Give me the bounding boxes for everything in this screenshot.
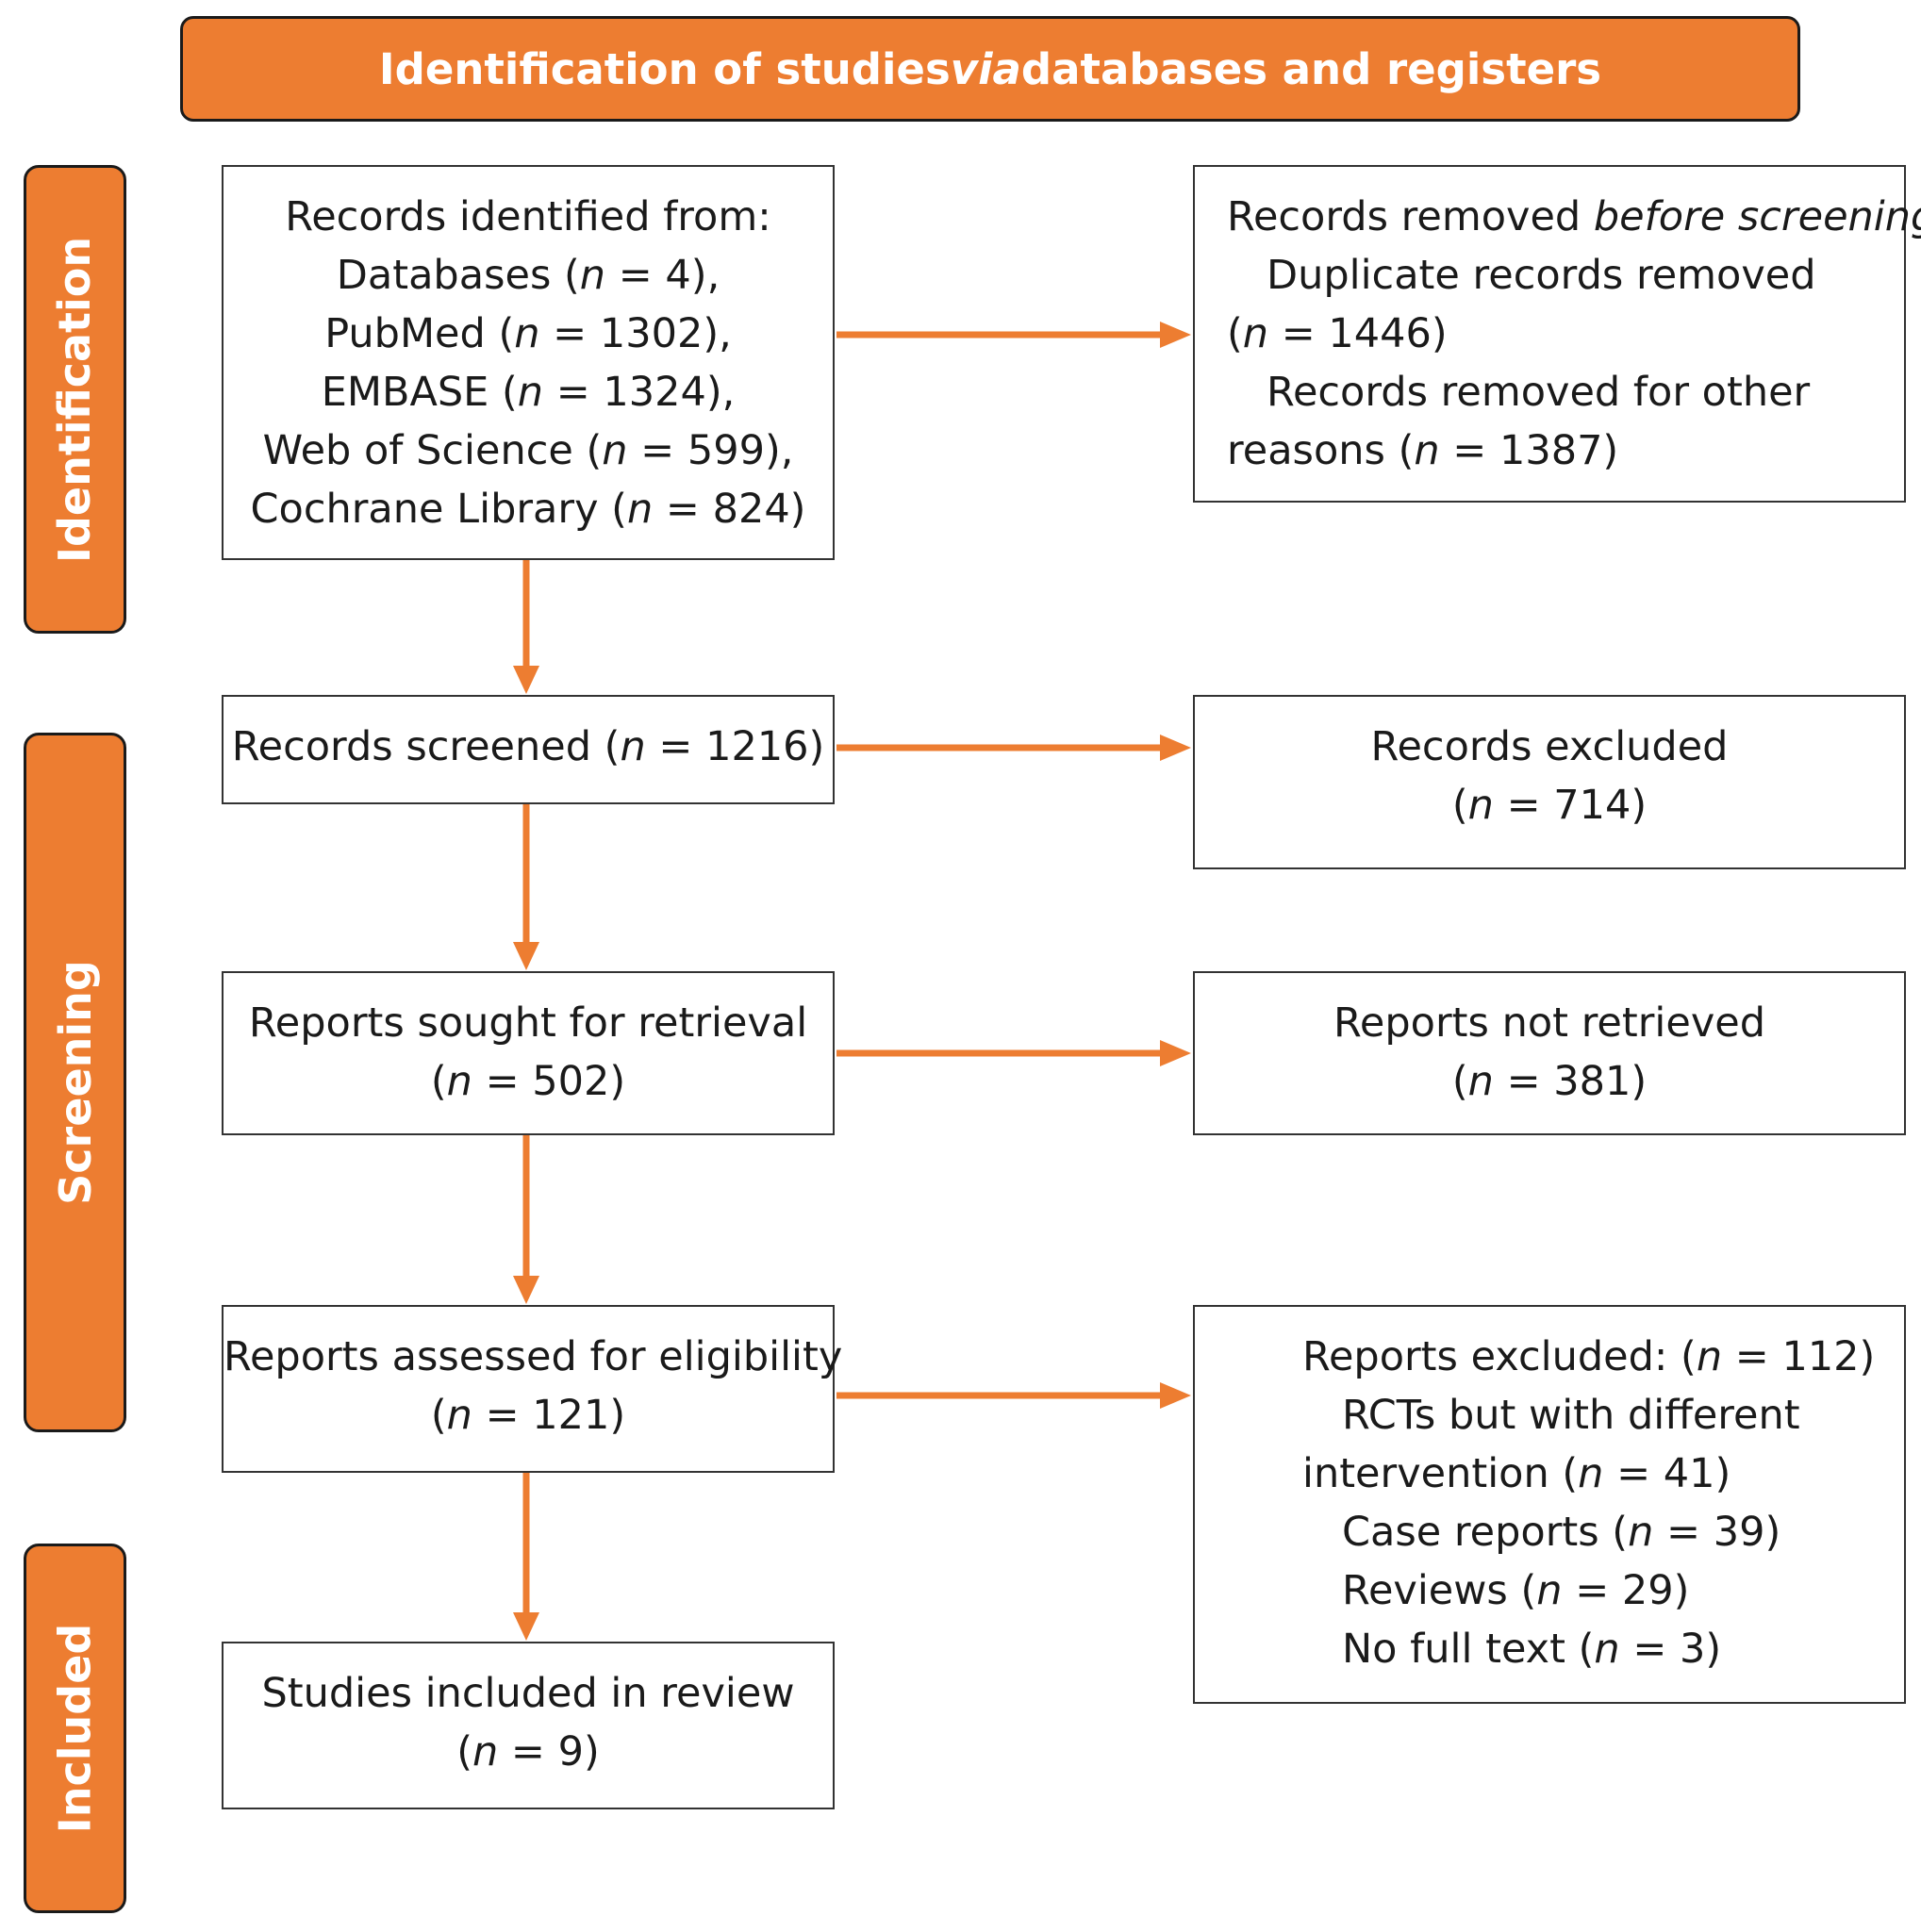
duplicate-label: Duplicate records removed [1267,252,1816,299]
records-removed-heading: Records removed before screening: [1227,193,1921,240]
duplicate-count: (n = 1446) [1227,310,1448,357]
header-italic: via [950,43,1021,94]
header-pre: Identification of studies [378,43,951,94]
reports-not-retrieved-box: Reports not retrieved (n = 381) [1193,971,1906,1135]
source-row: Cochrane Library (n = 824) [250,486,806,533]
stage-identification: Identification [24,165,126,634]
included-label: Studies included in review [261,1670,795,1717]
records-identified-heading: Records identified from: [285,193,771,240]
arrowhead [513,1612,539,1641]
arrowhead [513,942,539,970]
stage-screening: Screening [24,733,126,1432]
arrowhead [513,666,539,694]
reports-assessed-box: Reports assessed for eligibility (n = 12… [222,1305,843,1473]
records-removed-box: Records removed before screening: Duplic… [1193,165,1921,503]
not-retrieved-count: (n = 381) [1451,1058,1648,1105]
arrowhead [1160,1382,1191,1409]
source-row: Databases (n = 4), [336,252,720,299]
phase-header: Identification of studies via databases … [180,16,1800,122]
reports-excluded-heading: Reports excluded: (n = 112) [1302,1333,1876,1380]
records-identified-box: Records identified from: Databases (n = … [222,165,835,560]
records-screened-text: Records screened (n = 1216) [231,723,825,770]
studies-included-box: Studies included in review (n = 9) [222,1642,835,1809]
arrowhead [1160,735,1191,761]
source-row: EMBASE (n = 1324), [321,369,736,416]
reports-sought-count: (n = 502) [430,1058,626,1105]
reports-sought-box: Reports sought for retrieval (n = 502) [222,971,835,1135]
records-excluded-count: (n = 714) [1451,782,1648,829]
reports-excluded-box: Reports excluded: (n = 112) RCTs but wit… [1193,1305,1906,1704]
records-excluded-label: Records excluded [1370,723,1729,770]
not-retrieved-label: Reports not retrieved [1333,999,1766,1047]
exclusion-item: No full text (n = 3) [1342,1626,1722,1673]
reports-sought-label: Reports sought for retrieval [248,999,808,1047]
other-label: Records removed for other [1267,369,1811,416]
exclusion-item: Case reports (n = 39) [1342,1509,1781,1556]
other-count: reasons (n = 1387) [1227,427,1619,474]
arrowhead [513,1276,539,1304]
exclusion-item: Reviews (n = 29) [1342,1567,1690,1614]
records-excluded-box: Records excluded (n = 714) [1193,695,1906,869]
arrowhead [1160,1040,1191,1066]
assessed-count: (n = 121) [430,1392,626,1439]
rct-label: RCTs but with different [1342,1392,1800,1439]
header-post: databases and registers [1020,43,1602,94]
records-screened-box: Records screened (n = 1216) [222,695,835,804]
source-row: Web of Science (n = 599), [262,427,794,474]
included-count: (n = 9) [456,1728,600,1775]
rct-count: intervention (n = 41) [1302,1450,1731,1497]
stage-included: Included [24,1544,126,1913]
arrowhead [1160,322,1191,348]
assessed-label: Reports assessed for eligibility [224,1333,843,1380]
source-row: PubMed (n = 1302), [324,310,732,357]
